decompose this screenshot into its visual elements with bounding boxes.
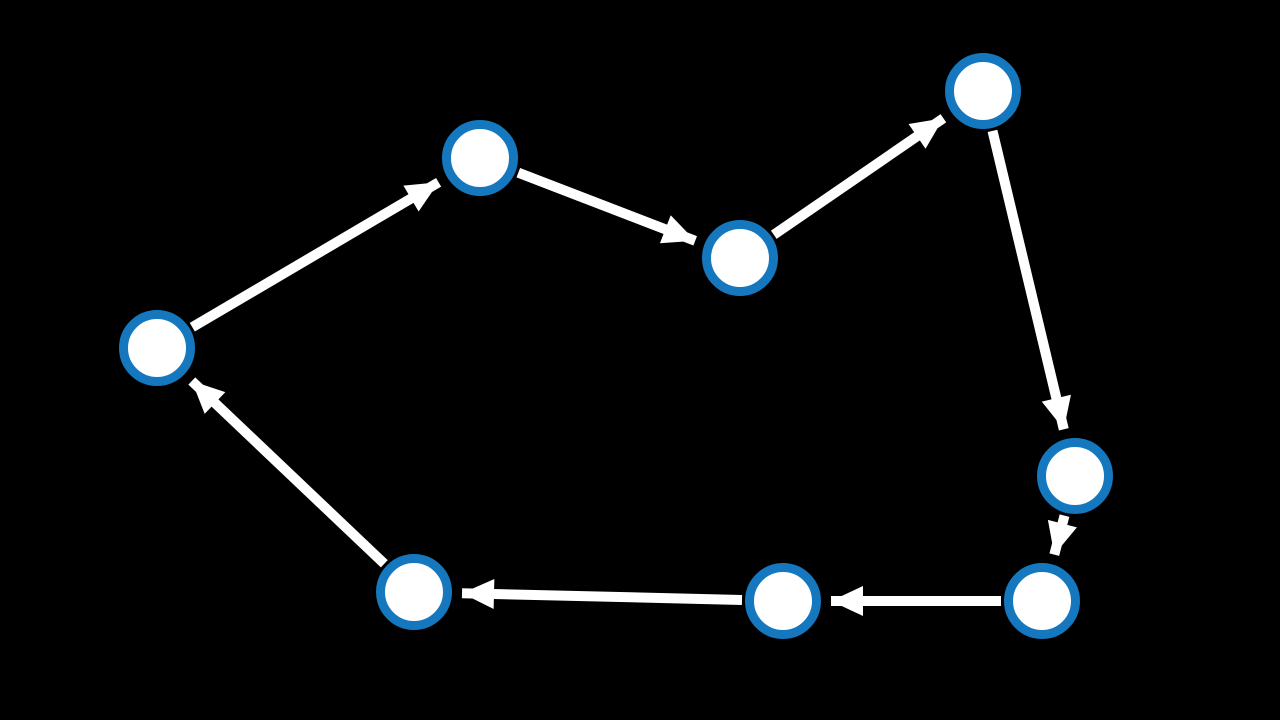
graph-node-8 <box>376 554 452 630</box>
edge-arrow-2 <box>516 168 697 246</box>
edge-arrow-7 <box>461 578 743 609</box>
graph-node-3 <box>702 220 778 296</box>
graph-node-6 <box>1004 563 1080 639</box>
graph-node-7 <box>745 563 821 639</box>
graph-node-5 <box>1037 438 1113 514</box>
graph-node-4 <box>945 53 1021 129</box>
edge-arrow-5 <box>1047 514 1077 556</box>
graph-node-1 <box>119 310 195 386</box>
edge-arrow-4 <box>987 129 1071 431</box>
edge-arrow-8 <box>188 377 388 568</box>
edge-arrow-1 <box>189 177 442 332</box>
edge-arrow-3 <box>770 114 947 239</box>
graph-node-2 <box>442 120 518 196</box>
